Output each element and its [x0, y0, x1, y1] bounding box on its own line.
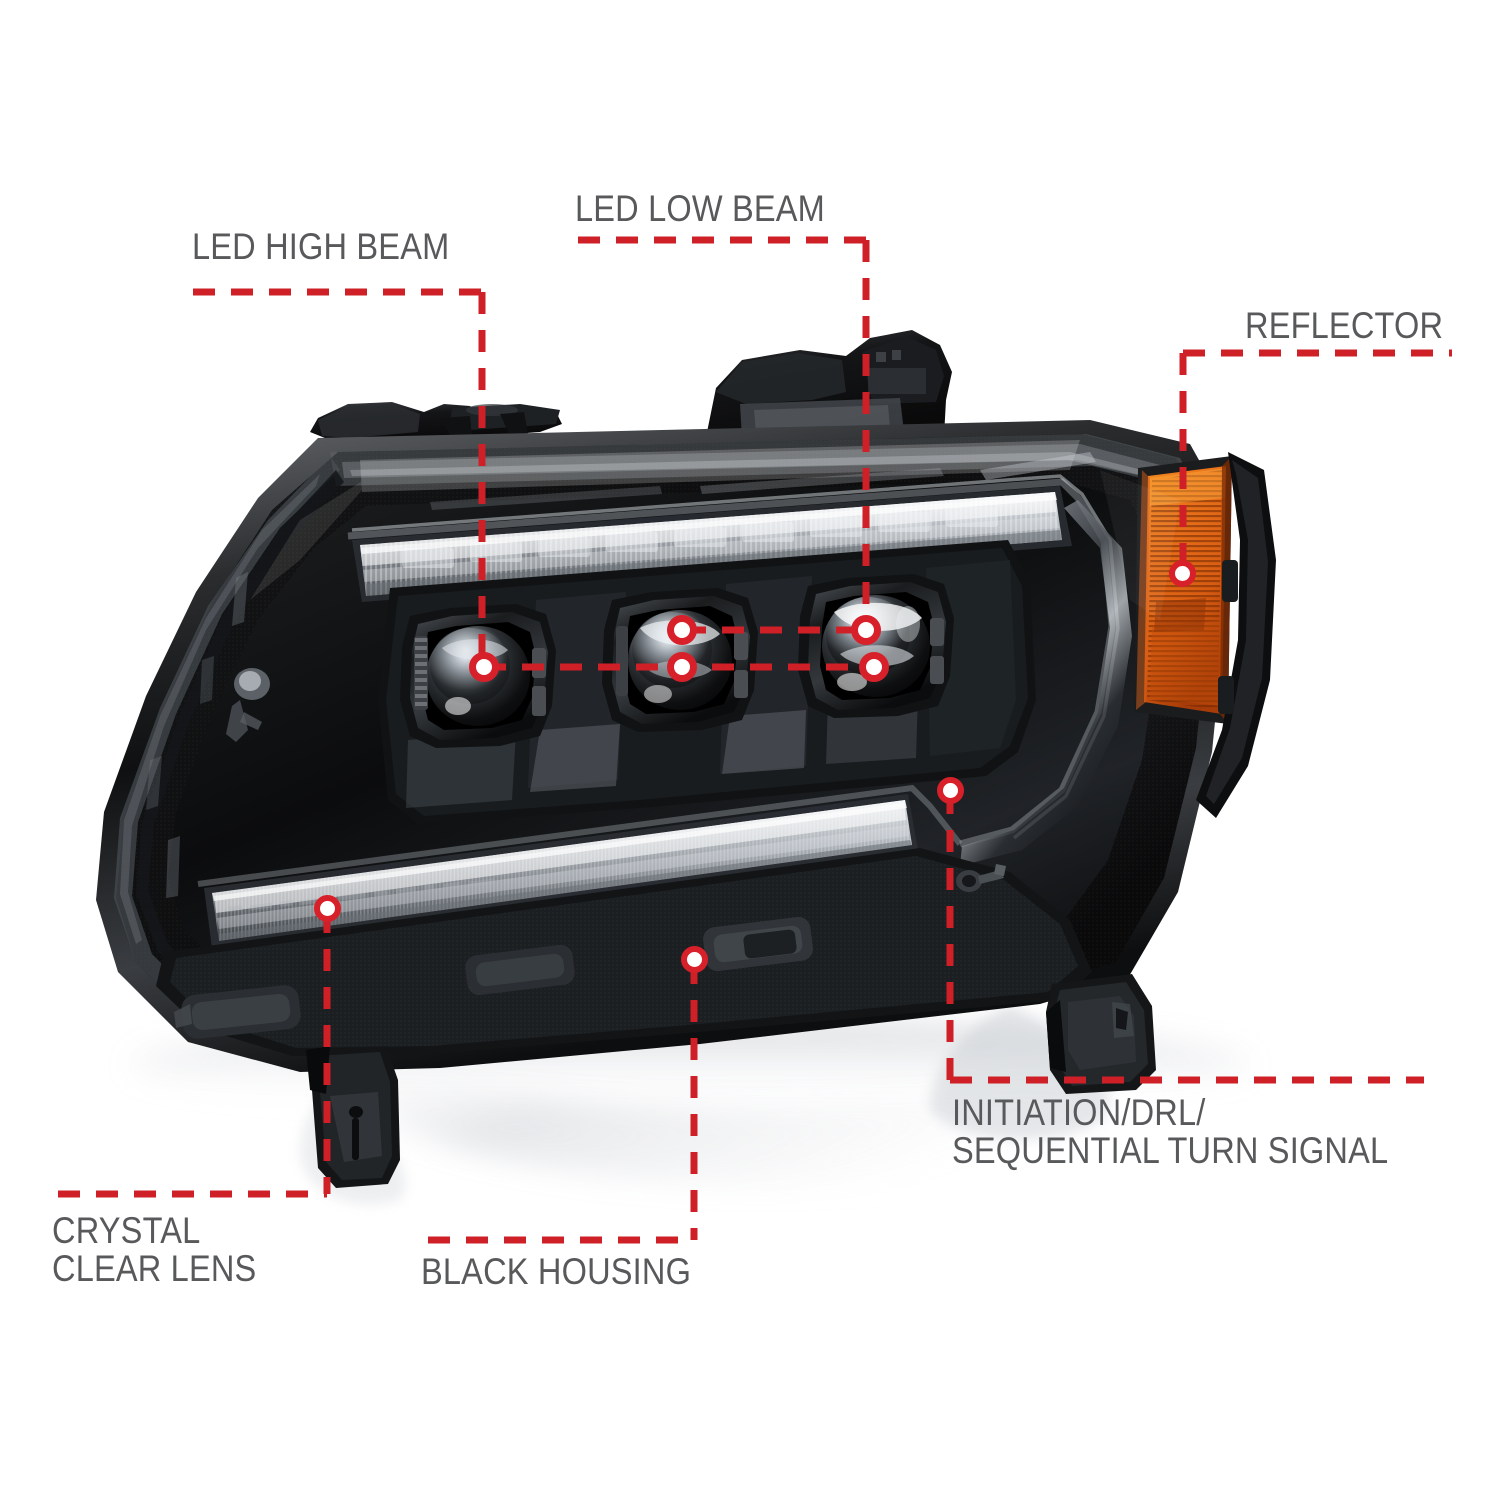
callout-label-reflector: REFLECTOR: [1245, 305, 1444, 346]
callout-label-black-housing: BLACK HOUSING: [421, 1251, 692, 1292]
projector-lens-3: [798, 574, 954, 718]
callout-dot-crystal-clear-lens[interactable]: [314, 895, 341, 922]
mount-foot-right: [1046, 974, 1156, 1094]
housing-clips: [174, 916, 813, 1039]
callout-label-crystal-clear-lens: CRYSTAL CLEAR LENS: [52, 1210, 257, 1290]
bulb-socket: [226, 668, 270, 742]
molded-marking: [227, 867, 595, 912]
callout-dot-reflector[interactable]: [1169, 560, 1196, 587]
mount-foot-left: [306, 1046, 400, 1188]
headlight-housing: [96, 420, 1276, 1188]
amber-reflector: [1134, 456, 1232, 724]
callout-dot-high-beam-1[interactable]: [469, 652, 499, 682]
callout-dot-low-beam-1[interactable]: [667, 615, 697, 645]
drl-label-line-1: INITIATION/DRL/: [952, 1092, 1206, 1133]
callout-dot-black-housing[interactable]: [681, 946, 708, 973]
callout-label-led-high-beam: LED HIGH BEAM: [192, 226, 450, 267]
mount-tab-top-center: [706, 330, 952, 438]
crystal-label-line-1: CRYSTAL: [52, 1210, 201, 1251]
drl-label-line-2: SEQUENTIAL TURN SIGNAL: [952, 1130, 1389, 1172]
callout-dot-low-beam-2[interactable]: [851, 615, 881, 645]
callout-label-initiation-drl-turn-signal: INITIATION/DRL/ SEQUENTIAL TURN SIGNAL: [952, 1092, 1389, 1172]
crystal-label-line-2: CLEAR LENS: [52, 1248, 257, 1290]
callout-label-led-low-beam: LED LOW BEAM: [575, 188, 825, 229]
adjuster-screw: [956, 864, 1006, 892]
callout-dot-drl-turn-signal[interactable]: [937, 777, 964, 804]
callout-dot-high-beam-3[interactable]: [859, 652, 889, 682]
callout-dot-high-beam-2[interactable]: [667, 652, 697, 682]
